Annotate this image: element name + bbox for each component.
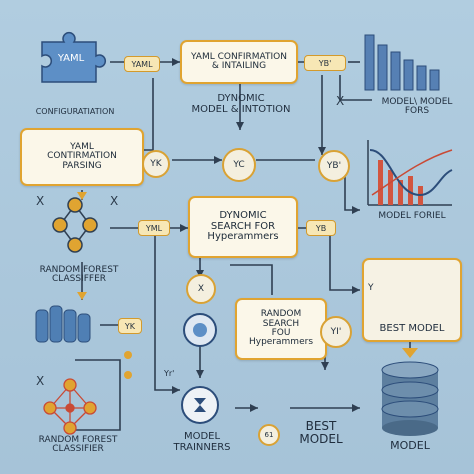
dynamic-search-line-3: Hyperammers [207,231,279,243]
model-trainers-line-2: TRAINNERS [173,441,231,453]
curve-chart-icon [367,140,453,206]
model-model-caption: MODEL\ MODEL FORS [362,97,472,117]
puzzle-icon [41,32,106,83]
x-marker-3: X [36,374,45,388]
yi-circle: YI' [320,316,352,348]
x-circle-label: X [197,284,205,294]
random-forest-1-line-2: CLASSIFFER [51,274,107,285]
yk-circle: YK [142,150,170,178]
yml-tag: YML [138,220,170,236]
configuration-caption: CONFIGURATIATION [35,107,115,116]
dynamic-search-box: DYNOMIC SEARCH FOR Hyperammers [188,196,298,258]
dynamic-search-line-2: SEARCH FOR [210,220,276,232]
best-model-box-label: BEST MODEL [379,322,445,334]
yaml-tag: YAML [124,56,160,72]
x-marker-4: X [336,94,345,108]
yb-tag-mid: YB [306,220,336,236]
x-marker-2: X [110,194,119,208]
yaml-puzzle-label: YAML [57,53,85,64]
random-search-line-4: Hyperammers [248,337,314,348]
number-badge: 61 [258,424,280,446]
random-forest-2-line-1: RANDOM FOREST [38,435,118,445]
dynamic-search-line-1: DYNOMIC [219,210,267,222]
yc-circle: YC [222,148,256,182]
tree-network-icon [43,378,97,435]
model-trainers-line-1: MODEL [183,431,221,442]
yk-tag-small: YK [118,318,142,334]
best-model-box: BEST MODEL [362,258,462,342]
best-model-line-2: MODEL [299,431,343,446]
random-forest-1-line-1: RANDOM FOREST [39,265,119,275]
random-search-line-3: FOU [271,328,291,338]
yaml-config-line-2: & INTAILING [211,61,267,71]
best-model-caption: BEST MODEL [288,420,354,445]
random-forest-2-line-2: CLASSIFIER [52,444,104,455]
best-model-line-1: BEST [305,419,337,433]
random-search-line-1: RANDOM [260,309,302,320]
yaml-config-line-1: YAML CONFIRMATION [191,51,287,62]
yb-tag-top: YB' [304,55,346,71]
yaml-parsing-line-1: YAML [70,141,94,152]
database-row-icon [35,305,91,343]
yaml-parsing-box: YAML CONTIRMATION PARSING [20,128,144,186]
yaml-config-box: YAML CONFIRMATION & INTAILING [180,40,298,84]
model-forel-caption: MODEL FORIEL [378,211,446,221]
model-model-line-2: FORS [404,106,430,117]
model-model-line-1: MODEL\ MODEL [381,97,453,107]
x-circle: X [186,274,216,304]
model-caption: MODEL [390,439,430,452]
database-icon [381,361,439,436]
random-forest-caption-2: RANDOM FOREST CLASSIFIER [16,435,140,455]
model-trainers-caption: MODEL TRAINNERS [160,431,244,453]
dynamic-model-caption: DYNOMIC MODEL & INTOTION [176,93,306,115]
random-search-box: RANDOM SEARCH FOU Hyperammers [235,298,327,360]
network-icon [52,197,98,253]
dynamic-model-line-1: DYNOMIC [217,93,265,104]
x-marker-1: X [36,194,45,208]
bar-chart-icon [364,34,440,91]
random-search-line-2: SEARCH [262,318,300,329]
yaml-parsing-line-3: PARSING [62,160,102,171]
y-small-label: Y [368,283,374,293]
dynamic-model-line-2: MODEL & INTOTION [191,103,291,115]
yr-curve-label: Yr' [164,369,175,378]
yaml-parsing-line-2: CONTIRMATION [47,151,117,162]
random-forest-caption-1: RANDOM FOREST CLASSIFFER [14,265,144,285]
trainer-icon [181,313,219,424]
yb-circle: YB' [318,150,350,182]
